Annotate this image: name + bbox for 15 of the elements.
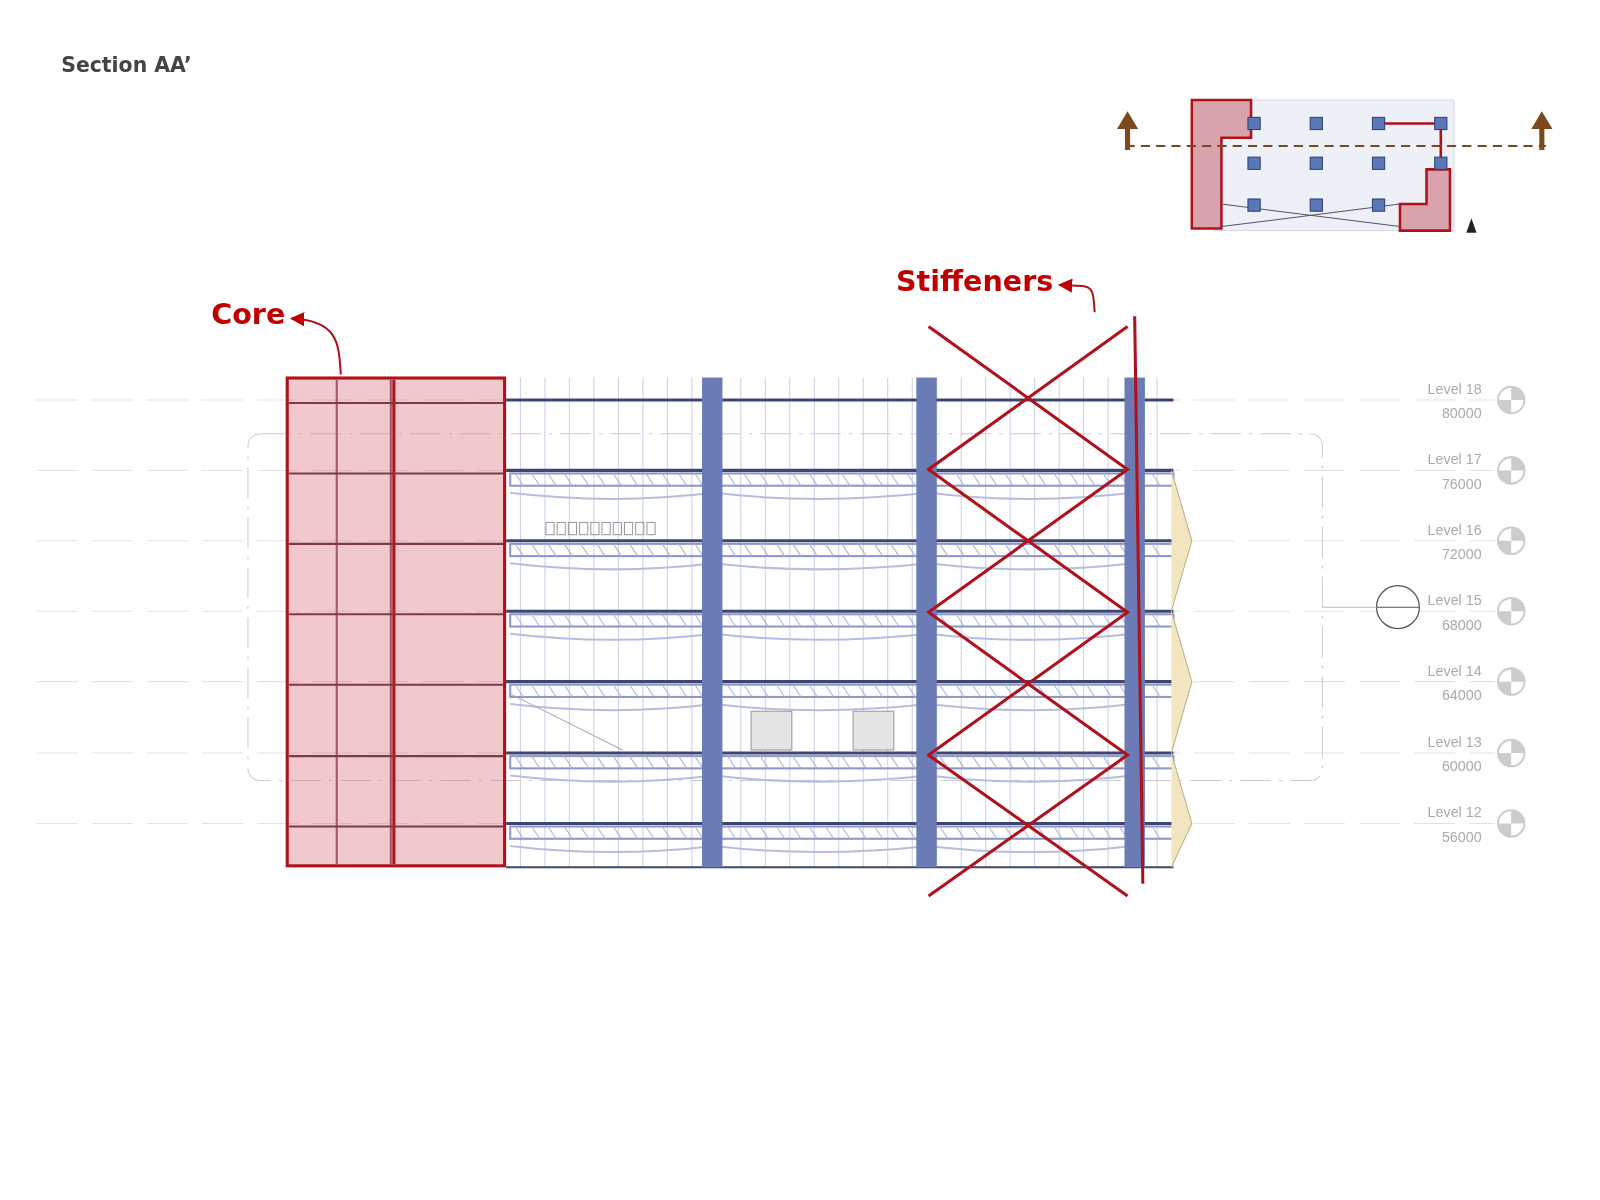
level-name: Level 13 [1426, 733, 1482, 750]
level-name: Level 12 [1426, 804, 1482, 821]
level-elevation: 80000 [1440, 405, 1482, 422]
level-name: Level 17 [1426, 451, 1482, 468]
level-elevation: 72000 [1440, 545, 1482, 563]
level-name: Level 15 [1426, 591, 1482, 609]
level-elevation: 60000 [1440, 758, 1482, 775]
level-name: Level 16 [1426, 521, 1482, 538]
level-elevation: 64000 [1440, 686, 1482, 704]
level-elevation: 68000 [1440, 616, 1482, 633]
section-title: Section AA’ [61, 53, 192, 78]
level-name: Level 18 [1426, 380, 1482, 397]
level-elevation: 56000 [1440, 828, 1482, 845]
level-elevation: 76000 [1440, 475, 1482, 492]
level-name: Level 14 [1426, 662, 1482, 679]
